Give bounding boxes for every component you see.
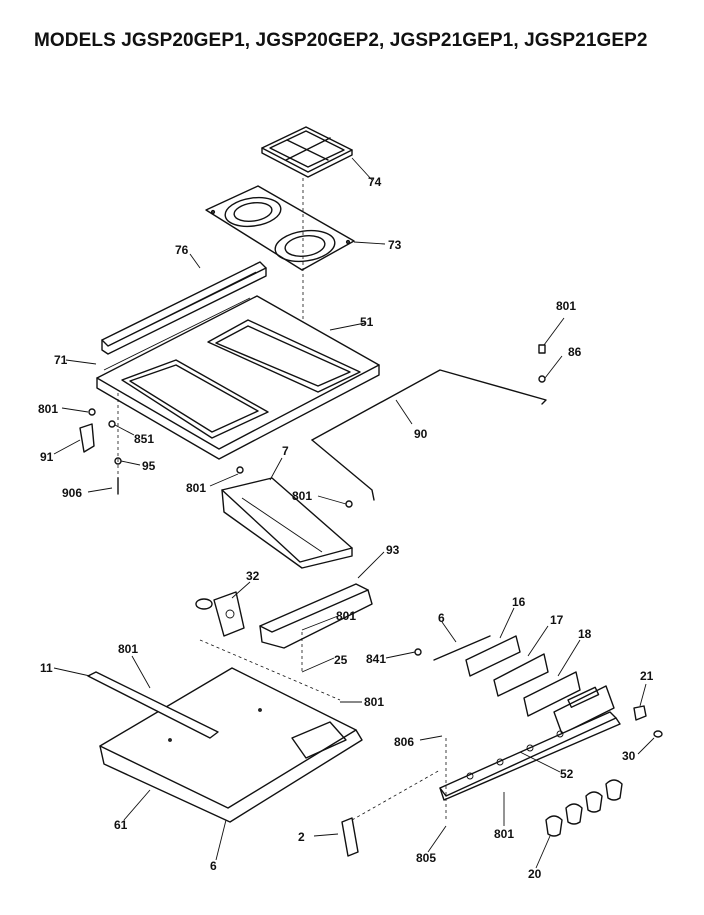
callout-16: 16 <box>512 595 526 609</box>
callout-25: 25 <box>334 653 348 667</box>
callout-851: 851 <box>134 432 154 446</box>
callout-91: 91 <box>40 450 54 464</box>
callout-21: 21 <box>640 669 654 683</box>
callout-801-b: 801 <box>556 299 576 313</box>
callout-51: 51 <box>360 315 374 329</box>
callout-90: 90 <box>414 427 428 441</box>
left-fasteners <box>79 393 122 495</box>
callout-801-f: 801 <box>118 642 138 656</box>
callout-6-a: 6 <box>438 611 445 625</box>
page-title: MODELS JGSP20GEP1, JGSP20GEP2, JGSP21GEP… <box>34 30 648 51</box>
control-parts <box>414 635 615 735</box>
bracket-part <box>259 583 373 649</box>
callout-17: 17 <box>550 613 564 627</box>
callout-6-b: 6 <box>210 859 217 873</box>
small-bracket-part <box>195 591 245 637</box>
callout-806: 806 <box>394 735 414 749</box>
callout-52: 52 <box>560 767 574 781</box>
callout-71: 71 <box>54 353 68 367</box>
callout-801-a: 801 <box>38 402 58 416</box>
leader-lines <box>53 157 655 869</box>
cooktop-plate-part <box>205 185 355 271</box>
callout-73: 73 <box>388 238 402 252</box>
callout-841: 841 <box>366 652 386 666</box>
rod-part <box>311 344 547 501</box>
callout-32: 32 <box>246 569 260 583</box>
callout-20: 20 <box>528 867 542 881</box>
callout-2: 2 <box>298 830 305 844</box>
rail-part <box>439 705 663 801</box>
callout-93: 93 <box>386 543 400 557</box>
callout-labels: 74 73 76 51 71 801 851 91 95 906 801 86 … <box>38 175 654 881</box>
callout-74: 74 <box>368 175 382 189</box>
callout-30: 30 <box>622 749 636 763</box>
callout-86: 86 <box>568 345 582 359</box>
knob-parts <box>545 779 623 837</box>
grate-part <box>261 126 353 178</box>
callout-11: 11 <box>40 661 53 675</box>
callout-801-g: 801 <box>364 695 384 709</box>
manifold-part <box>221 466 353 569</box>
callout-801-e: 801 <box>336 609 356 623</box>
bottom-bracket-part <box>341 769 441 857</box>
callout-95: 95 <box>142 459 156 473</box>
callout-18: 18 <box>578 627 592 641</box>
cooktop-main-part <box>96 295 380 460</box>
callout-76: 76 <box>175 243 189 257</box>
oven-bottom-part <box>87 667 363 823</box>
callout-801-c: 801 <box>186 481 206 495</box>
callout-906: 906 <box>62 486 82 500</box>
callout-61: 61 <box>114 818 128 832</box>
callout-7: 7 <box>282 444 289 458</box>
callout-801-h: 801 <box>494 827 514 841</box>
rear-trim-part <box>101 261 267 355</box>
callout-801-d: 801 <box>292 489 312 503</box>
callout-805: 805 <box>416 851 436 865</box>
